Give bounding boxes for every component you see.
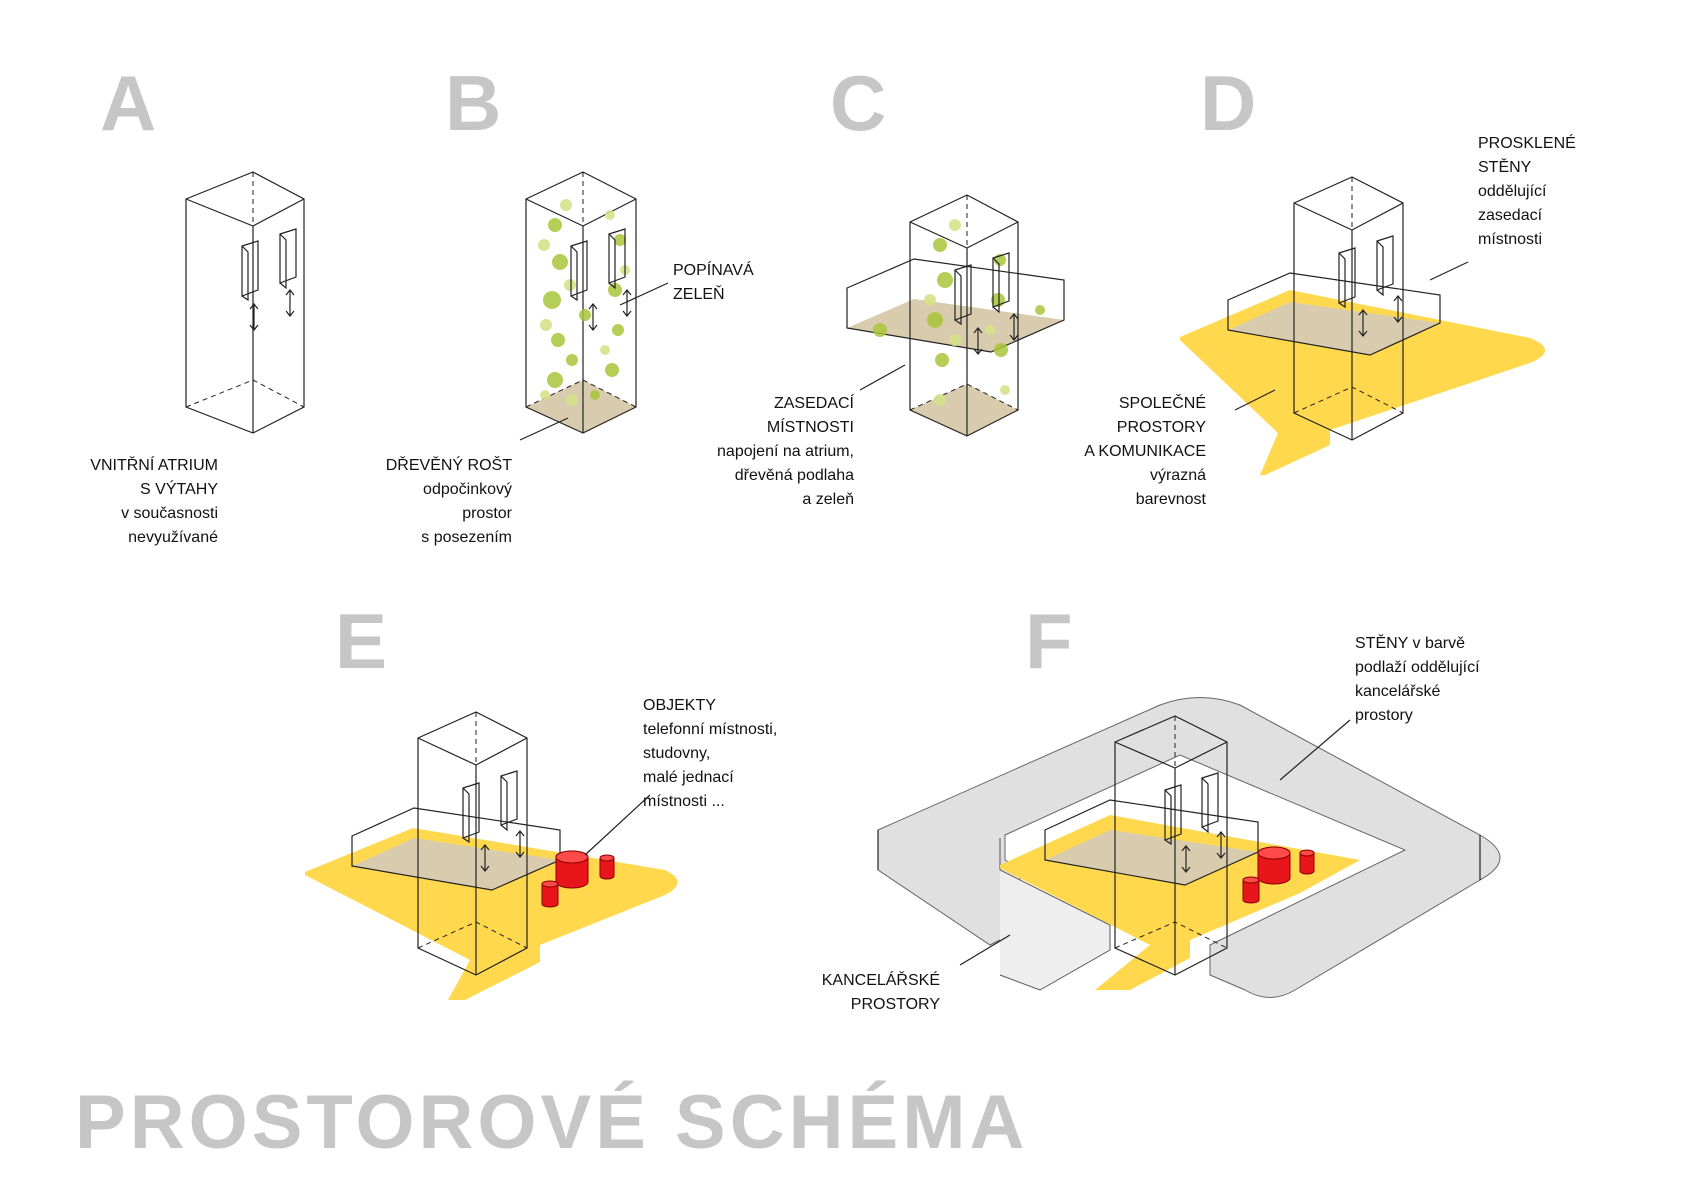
climbing-plants xyxy=(543,218,626,400)
svg-text:A KOMUNIKACE: A KOMUNIKACE xyxy=(1084,443,1206,460)
label-d-common-spaces: SPOLEČNÉ PROSTORY A KOMUNIKACE výrazná b… xyxy=(1084,393,1206,508)
svg-text:ZASEDACÍ: ZASEDACÍ xyxy=(774,393,855,412)
small-room-objects xyxy=(541,850,615,908)
panel-letter-e: E xyxy=(335,597,387,685)
svg-text:oddělující: oddělující xyxy=(1478,183,1547,200)
diagram-d-common-spaces xyxy=(1180,176,1545,475)
diagram-a-atrium xyxy=(185,171,305,434)
svg-text:barevnost: barevnost xyxy=(1136,491,1207,508)
svg-text:podlaží oddělující: podlaží oddělující xyxy=(1355,659,1480,676)
svg-text:zasedací: zasedací xyxy=(1478,207,1543,224)
svg-text:POPÍNAVÁ: POPÍNAVÁ xyxy=(673,260,754,279)
svg-text:PROSKLENÉ: PROSKLENÉ xyxy=(1478,133,1576,152)
panel-letter-f: F xyxy=(1025,597,1073,685)
label-d-glass-walls: PROSKLENÉ STĚNY oddělující zasedací míst… xyxy=(1478,133,1576,248)
label-f-offices: KANCELÁŘSKÉ PROSTORY xyxy=(822,970,941,1013)
panel-letter-b: B xyxy=(445,59,501,147)
panel-letter-c: C xyxy=(830,59,886,147)
panel-letter-a: A xyxy=(100,59,156,147)
svg-text:kancelářské: kancelářské xyxy=(1355,683,1440,700)
small-room-objects xyxy=(1242,846,1315,904)
svg-text:a zeleň: a zeleň xyxy=(802,491,854,508)
svg-text:PROSTORY: PROSTORY xyxy=(1117,419,1207,436)
label-a-atrium: VNITŘNÍ ATRIUM S VÝTAHY v současnosti ne… xyxy=(90,455,218,546)
panel-letter-d: D xyxy=(1200,59,1256,147)
svg-text:ZELEŇ: ZELEŇ xyxy=(673,284,725,303)
svg-text:STĚNY: STĚNY xyxy=(1478,157,1532,176)
svg-text:PROSTORY: PROSTORY xyxy=(851,996,941,1013)
svg-text:VNITŘNÍ ATRIUM: VNITŘNÍ ATRIUM xyxy=(90,455,218,474)
label-b-wooden-grate: DŘEVĚNÝ ROŠT odpočinkový prostor s posez… xyxy=(386,455,513,546)
svg-text:telefonní místnosti,: telefonní místnosti, xyxy=(643,721,777,738)
svg-text:prostory: prostory xyxy=(1355,707,1413,724)
svg-text:napojení na atrium,: napojení na atrium, xyxy=(717,443,854,460)
diagram-f-offices xyxy=(877,697,1501,998)
diagram-c-meeting-rooms xyxy=(846,194,1065,437)
svg-text:dřevěná podlaha: dřevěná podlaha xyxy=(735,467,854,484)
svg-text:KANCELÁŘSKÉ: KANCELÁŘSKÉ xyxy=(822,970,940,989)
svg-text:MÍSTNOSTI: MÍSTNOSTI xyxy=(767,417,854,436)
svg-text:studovny,: studovny, xyxy=(643,745,710,762)
svg-text:s posezením: s posezením xyxy=(421,529,512,546)
svg-text:SPOLEČNÉ: SPOLEČNÉ xyxy=(1119,393,1206,412)
svg-text:v současnosti: v současnosti xyxy=(121,505,218,522)
svg-text:malé jednací: malé jednací xyxy=(643,769,734,786)
svg-text:STĚNY v barvě: STĚNY v barvě xyxy=(1355,633,1465,652)
label-e-objects: OBJEKTY telefonní místnosti, studovny, m… xyxy=(643,697,777,810)
label-c-meeting-rooms: ZASEDACÍ MÍSTNOSTI napojení na atrium, d… xyxy=(717,393,855,508)
svg-text:místnosti: místnosti xyxy=(1478,231,1542,248)
svg-text:odpočinkový: odpočinkový xyxy=(423,481,512,498)
label-b-greenery: POPÍNAVÁ ZELEŇ xyxy=(673,260,754,303)
svg-text:prostor: prostor xyxy=(462,505,512,522)
svg-text:OBJEKTY: OBJEKTY xyxy=(643,697,716,714)
svg-text:výrazná: výrazná xyxy=(1150,467,1206,484)
diagram-b-greenery xyxy=(519,171,669,441)
svg-text:S VÝTAHY: S VÝTAHY xyxy=(140,479,218,498)
elevator-icon xyxy=(241,228,297,331)
svg-text:nevyužívané: nevyužívané xyxy=(128,529,218,546)
svg-text:DŘEVĚNÝ ROŠT: DŘEVĚNÝ ROŠT xyxy=(386,455,512,474)
page-title: PROSTOROVÉ SCHÉMA xyxy=(75,1080,1028,1165)
diagram-e-objects xyxy=(305,711,678,1000)
svg-text:místnosti ...: místnosti ... xyxy=(643,793,725,810)
label-f-walls: STĚNY v barvě podlaží oddělující kancelá… xyxy=(1355,633,1480,724)
